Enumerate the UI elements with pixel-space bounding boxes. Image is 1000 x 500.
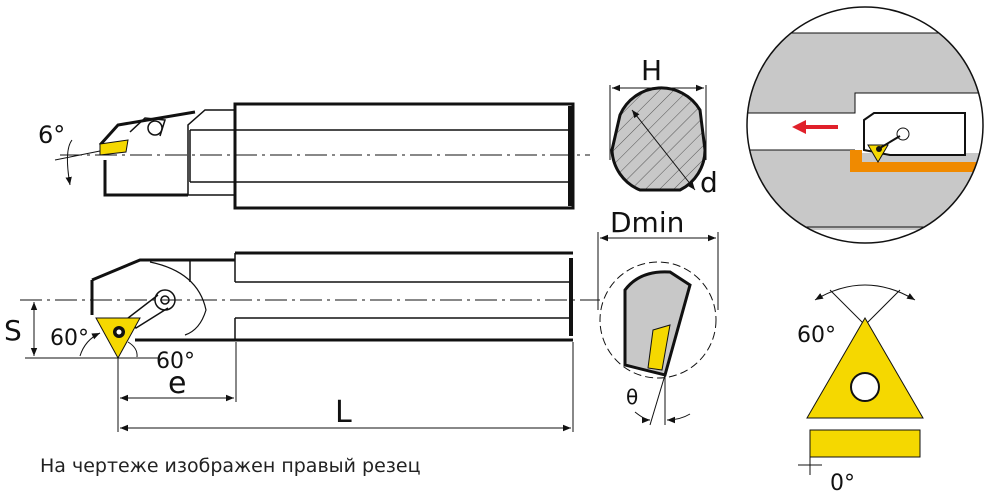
label-angle-left: 60° (50, 326, 89, 351)
feed-arrow-icon (792, 120, 838, 134)
label-H: H (641, 54, 662, 87)
bottom-view-tool (90, 251, 573, 342)
min-bore-section (597, 232, 719, 426)
label-top-angle: 6° (38, 121, 65, 149)
label-insert-clearance: 0° (830, 471, 855, 496)
detail-border (746, 6, 984, 244)
caption: На чертеже изображен правый резец (40, 455, 421, 477)
label-insert-angle: 60° (797, 323, 836, 348)
label-e: e (168, 366, 186, 401)
bottom-view-insert (95, 317, 141, 360)
label-theta: θ (626, 385, 638, 409)
label-Dmin: Dmin (610, 206, 684, 239)
section-view (609, 84, 707, 192)
label-d: d (700, 166, 718, 199)
angle-6-dimension (54, 139, 101, 186)
label-S: S (4, 314, 22, 347)
machining-detail (747, 7, 983, 243)
label-L: L (335, 395, 352, 430)
top-view-tool (98, 102, 575, 210)
insert-detail (798, 284, 924, 475)
dimension-lines (25, 302, 574, 432)
label-angle-bottom: 60° (156, 349, 195, 374)
